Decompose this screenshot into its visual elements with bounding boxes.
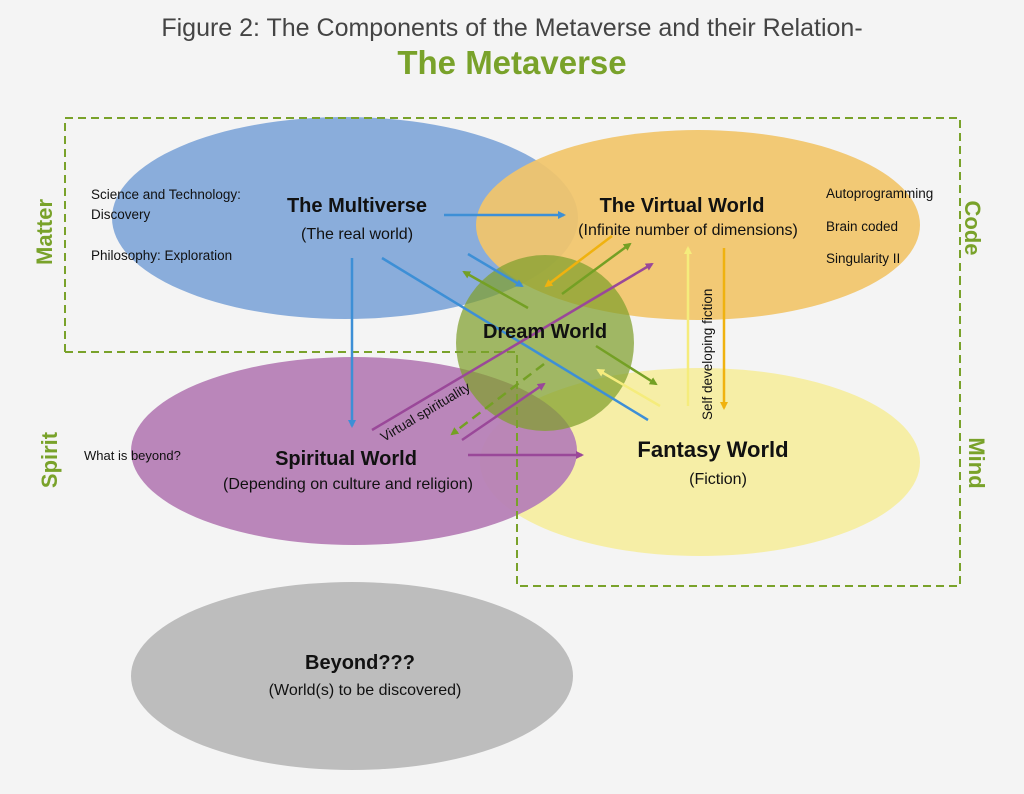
virtual-world-subtitle: (Infinite number of dimensions)	[578, 222, 798, 239]
beyond-title: Beyond???	[305, 652, 415, 674]
multiverse-subtitle: (The real world)	[301, 226, 413, 243]
note-discovery: Discovery	[91, 207, 151, 222]
spiritual-world-ellipse	[131, 357, 577, 545]
label-matter: Matter	[32, 199, 57, 265]
arrow-dream-to-multiverse	[462, 270, 529, 310]
arrow-dream-to-spiritual-dashed	[450, 363, 545, 436]
note-autoprogramming: Autoprogramming	[826, 186, 933, 201]
label-spirit: Spirit	[37, 431, 62, 488]
note-brain-coded: Brain coded	[826, 219, 898, 234]
arrow-spiritual-to-dream	[461, 382, 546, 442]
multiverse-ellipse	[112, 117, 578, 319]
virtual-world-title: The Virtual World	[600, 195, 765, 217]
spiritual-world-subtitle: (Depending on culture and religion)	[223, 476, 473, 493]
label-code: Code	[960, 201, 985, 256]
dream-world-title: Dream World	[483, 321, 607, 343]
fantasy-world-title: Fantasy World	[637, 437, 788, 462]
arrow-virtual-spirituality	[371, 262, 654, 432]
note-philosophy: Philosophy: Exploration	[91, 248, 232, 263]
arrow-multiverse-to-dream	[467, 252, 524, 288]
matter-box-bottom	[65, 280, 961, 587]
arrow-dream-to-fantasy	[595, 344, 658, 386]
fantasy-world-subtitle: (Fiction)	[689, 471, 747, 488]
dream-world-ellipse	[456, 255, 634, 431]
note-singularity: Singularity II	[826, 251, 900, 266]
figure-title: Figure 2: The Components of the Metavers…	[161, 14, 863, 42]
figure-subtitle: The Metaverse	[397, 44, 627, 81]
arrow-dream-to-virtual	[561, 242, 632, 296]
label-mind: Mind	[964, 437, 989, 488]
arrow-multiverse-to-fantasy	[381, 256, 649, 422]
arrow-fantasy-to-dream	[596, 368, 661, 408]
arrow-virtual-to-dream	[544, 235, 613, 288]
note-what-is-beyond: What is beyond?	[84, 448, 181, 463]
spiritual-world-title: Spiritual World	[275, 448, 417, 470]
beyond-ellipse	[131, 582, 573, 770]
multiverse-title: The Multiverse	[287, 195, 427, 217]
note-science-technology: Science and Technology:	[91, 187, 241, 202]
beyond-subtitle: (World(s) to be discovered)	[269, 682, 462, 699]
matter-code-dashed-box	[64, 117, 961, 352]
label-self-developing-fiction: Self developing fiction	[700, 289, 715, 420]
